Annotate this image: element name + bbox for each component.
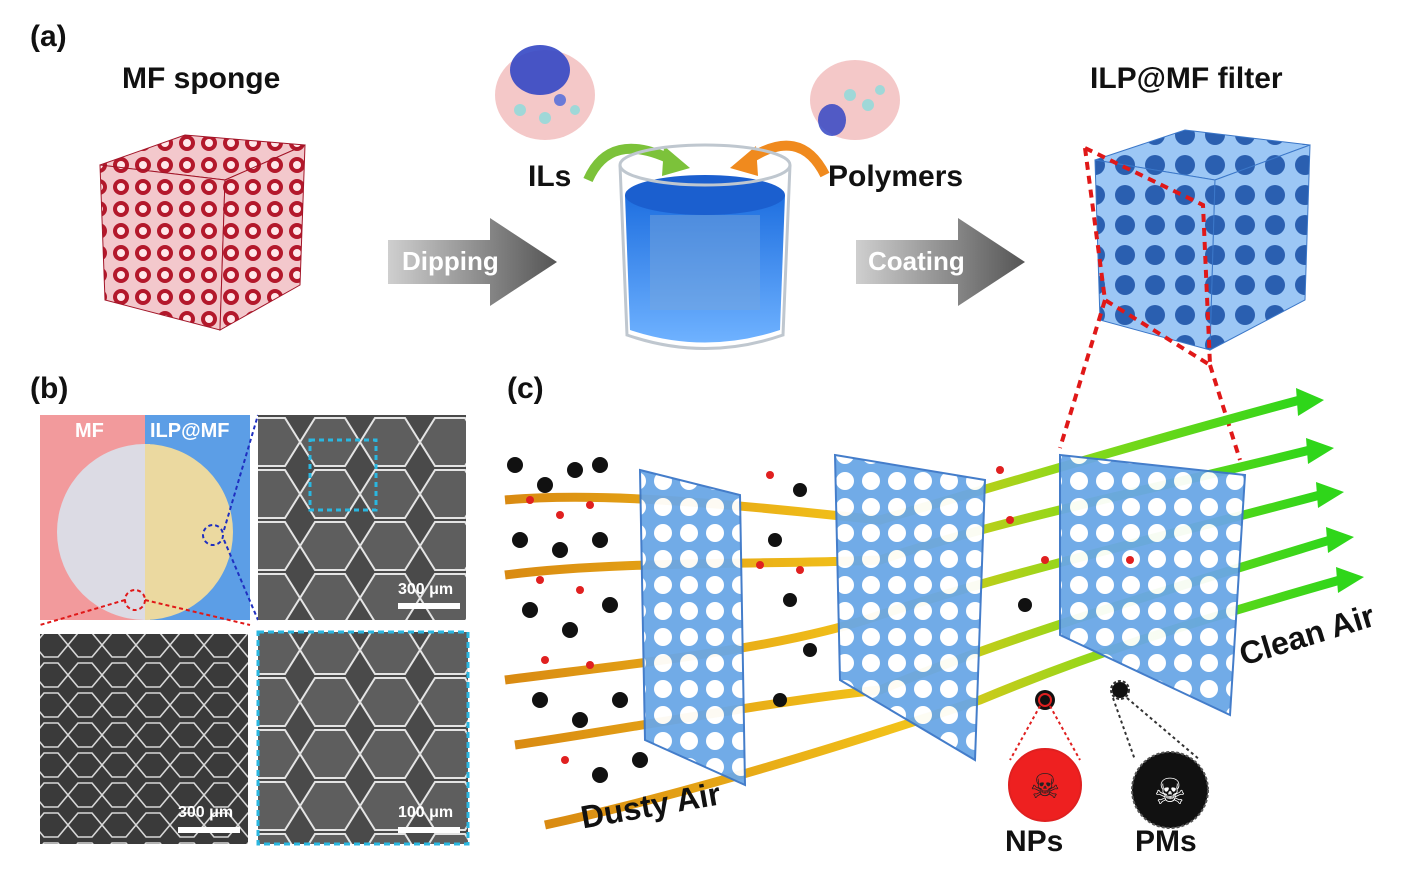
- beaker-with-solution: [618, 143, 792, 350]
- panel-b-letter: (b): [30, 372, 69, 405]
- ils-molecule-icon: [495, 45, 595, 140]
- dipping-label: Dipping: [402, 246, 499, 276]
- sem-image-top-right: [258, 415, 466, 620]
- panel-c-letter: (c): [507, 372, 544, 405]
- ilp-mf-filter-cube: [1094, 129, 1311, 351]
- zoom-lines: [1058, 146, 1242, 461]
- pms-label: PMs: [1135, 825, 1197, 858]
- filter-layer-2: [833, 453, 987, 762]
- filter-layer-3: [1059, 453, 1247, 717]
- sem-image-bottom-left: [40, 634, 248, 844]
- mf-sponge-cube: [99, 134, 306, 331]
- photo-mf-ilp: [40, 415, 250, 620]
- mf-sponge-title: MF sponge: [122, 62, 281, 95]
- polymers-arrow-head: [730, 146, 758, 176]
- scale-label-br: 100 μm: [398, 804, 454, 821]
- ilp-photo-label: ILP@MF: [150, 420, 230, 442]
- svg-text:☠: ☠: [1030, 767, 1060, 807]
- panel-a-letter: (a): [30, 20, 67, 53]
- np-particles: [526, 466, 1134, 764]
- polymers-molecule-icon: [810, 60, 900, 140]
- ils-curved-arrow: [583, 143, 675, 183]
- pm-magnified-icon: ☠: [1110, 680, 1209, 829]
- ilp-mf-filter-title: ILP@MF filter: [1090, 62, 1283, 95]
- mf-photo-label: MF: [75, 420, 104, 442]
- filter-layer-1: [638, 468, 747, 787]
- svg-text:☠: ☠: [1154, 772, 1186, 813]
- sem-image-bottom-right: [256, 630, 470, 846]
- scale-label-tr: 300 μm: [398, 581, 454, 598]
- nps-label: NPs: [1005, 825, 1064, 858]
- dipping-arrow: [388, 218, 557, 306]
- polymers-label: Polymers: [828, 160, 964, 193]
- np-magnified-icon: ☠: [1008, 693, 1082, 822]
- coating-label: Coating: [868, 246, 965, 276]
- ils-label: ILs: [528, 160, 572, 193]
- scale-label-bl: 300 μm: [178, 804, 234, 821]
- clean-air-arrow-heads: [1296, 388, 1364, 593]
- polymers-curved-arrow: [745, 140, 830, 178]
- sem-inset-box: [308, 438, 378, 512]
- ils-arrow-head: [662, 146, 690, 176]
- pm-particles: [507, 457, 1128, 783]
- coating-arrow: [856, 218, 1025, 306]
